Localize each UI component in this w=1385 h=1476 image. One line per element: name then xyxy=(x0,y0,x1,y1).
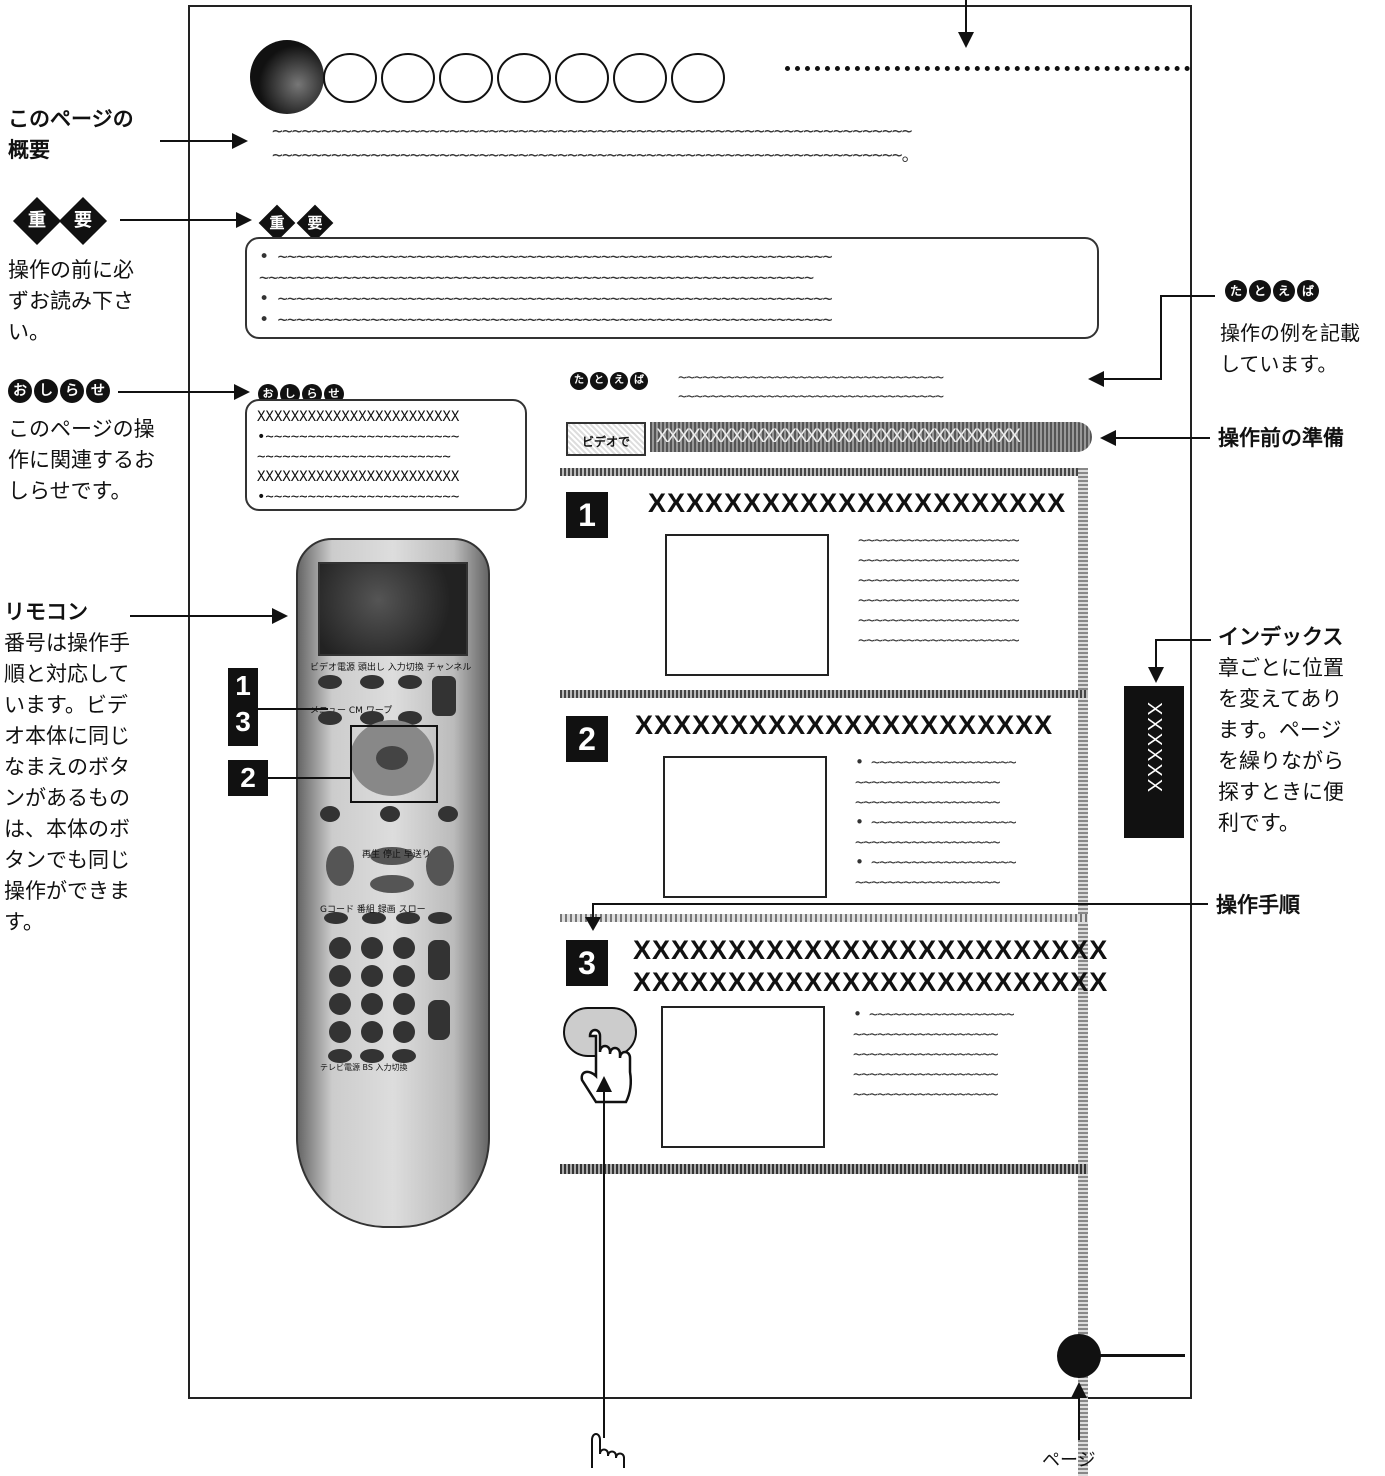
remote-desc: リモコン 番号は操作手 順と対応して います。ビデ オ本体に同じ なまえのボタ … xyxy=(4,600,130,934)
example-badge-icon: たとえば xyxy=(1225,280,1321,302)
important-badge-page: 重要 xyxy=(258,204,334,242)
preparation-label: 操作前の準備 xyxy=(1218,426,1344,450)
title-circle xyxy=(671,53,725,103)
overview-text: ~~~~~~~~~~~~~~~~~~~~~~~~~~~~~~~~~~~~~~~~… xyxy=(272,121,920,166)
index-arrow-v xyxy=(1155,639,1157,669)
step-1-number: 1 xyxy=(566,492,608,538)
step-1-heading: XXXXXXXXXXXXXXXXXXXXXX xyxy=(648,488,1067,518)
steps-right-edge xyxy=(1078,468,1088,1476)
example-arrow-head xyxy=(1088,371,1104,387)
callout-1-3-line xyxy=(258,708,328,710)
remote-callout-1-3: 1 3 xyxy=(228,668,258,746)
example-desc: 操作の例を記載 しています。 xyxy=(1220,321,1360,376)
title-dotted-line xyxy=(785,66,1190,71)
example-badge-page: たとえば xyxy=(570,368,650,390)
title-circle xyxy=(497,53,551,103)
preparation-arrow-head xyxy=(1100,430,1116,446)
remote-arrow xyxy=(130,615,276,617)
example-arrow-h1 xyxy=(1160,295,1215,297)
title-circle xyxy=(323,53,377,103)
step-divider-3 xyxy=(560,914,1088,922)
step-divider-2 xyxy=(560,690,1088,698)
remote-buttons xyxy=(318,675,458,1063)
step-2-text: • ~~~~~~~~~~~~~~~~~~ ~~~~~~~~~~~~~~~~~~ … xyxy=(855,753,1017,891)
remote-transport-labels: 再生 停止 早送り xyxy=(362,850,431,860)
prep-bar: XXXXXXXXXXXXXXXXXXXXXXXXXXXXXXXXXX xyxy=(650,422,1092,452)
hand-arrow-head xyxy=(596,1076,612,1092)
page-number-line xyxy=(1100,1354,1185,1357)
notice-desc: このページの操 作に関連するお しらせです。 xyxy=(8,417,155,503)
procedure-arrow-head xyxy=(585,917,601,931)
remote-row1-labels: ビデオ電源 頭出し 入力切換 チャンネル xyxy=(310,663,472,673)
step-divider-top xyxy=(560,468,1088,476)
example-text: ~~~~~~~~~~~~~~~~~~~~~~~~~~~~~~~~~ ~~~~~~… xyxy=(678,368,944,405)
top-arrow-line xyxy=(965,0,967,36)
notice-badge-icon: おしらせ xyxy=(8,379,112,403)
overview-arrow-head xyxy=(232,133,248,149)
step-2-number: 2 xyxy=(566,716,608,762)
title-circle xyxy=(613,53,667,103)
step-1-image xyxy=(665,534,829,676)
step-1-text: ~~~~~~~~~~~~~~~~~~~~~~~~~~~~~~~~~~~~~~~~… xyxy=(858,531,1020,649)
step-3-image xyxy=(661,1006,825,1148)
important-badge-icon: 重要 xyxy=(12,196,108,246)
index-tab: XXXXXX xyxy=(1124,686,1184,838)
page-frame xyxy=(188,5,1192,1399)
example-arrow-v xyxy=(1160,295,1162,379)
index-arrow-head xyxy=(1148,667,1164,683)
callout-2-line xyxy=(268,777,352,779)
step-3-number: 3 xyxy=(566,940,608,986)
remote-row2-labels: メニュー CM ワープ xyxy=(310,706,393,716)
step-2-heading: XXXXXXXXXXXXXXXXXXXXXX xyxy=(635,710,1054,740)
hand-pointer-icon xyxy=(591,1433,625,1468)
procedure-label: 操作手順 xyxy=(1216,893,1300,917)
notice-box: XXXXXXXXXXXXXXXXXXXXXXXX •~~~~~~~~~~~~~~… xyxy=(245,399,527,511)
overview-arrow xyxy=(160,140,235,142)
notice-arrow-head xyxy=(234,384,250,400)
remote-lcd xyxy=(318,562,468,656)
remote-dpad-highlight xyxy=(350,725,438,803)
title-circles xyxy=(323,53,725,103)
step-divider-bottom xyxy=(560,1164,1088,1174)
example-arrow-h2 xyxy=(1098,378,1162,380)
index-desc: インデックス 章ごとに位置 を変えてあり ます。ページ を繰りながら 探すときに… xyxy=(1218,625,1344,835)
notice-arrow xyxy=(118,391,238,393)
remote-callout-2: 2 xyxy=(228,760,268,796)
chapter-circle-icon xyxy=(250,40,324,114)
top-arrow-head xyxy=(958,32,974,48)
index-arrow-h xyxy=(1155,639,1211,641)
hand-arrow-line xyxy=(603,1088,605,1438)
press-button-icon xyxy=(563,1007,637,1104)
important-desc: 操作の前に必 ずお読み下さ い。 xyxy=(8,258,134,344)
remote-row3-labels: Gコード 番組 録画 スロー xyxy=(320,905,426,915)
page-label: ページ xyxy=(1042,1450,1096,1471)
page-number-circle xyxy=(1057,1334,1101,1378)
step-3-heading: XXXXXXXXXXXXXXXXXXXXXXXXX XXXXXXXXXXXXXX… xyxy=(633,935,1109,997)
procedure-arrow-v xyxy=(592,903,594,919)
procedure-arrow-h xyxy=(592,903,1208,905)
overview-label: このページの 概要 xyxy=(8,107,134,162)
page-arrow-line xyxy=(1078,1396,1080,1440)
step-3-text: • ~~~~~~~~~~~~~~~~~~ ~~~~~~~~~~~~~~~~~~ … xyxy=(853,1005,1015,1103)
remote-bottom-labels: テレビ電源 BS 入力切換 xyxy=(320,1063,408,1072)
step-2-image xyxy=(663,756,827,898)
important-arrow-head xyxy=(236,212,252,228)
page-arrow-head xyxy=(1071,1382,1087,1398)
title-circle xyxy=(381,53,435,103)
title-circle xyxy=(555,53,609,103)
prep-tag: ビデオで xyxy=(566,422,646,456)
preparation-arrow xyxy=(1114,437,1210,439)
title-circle xyxy=(439,53,493,103)
remote-arrow-head xyxy=(272,608,288,624)
important-box: • ~~~~~~~~~~~~~~~~~~~~~~~~~~~~~~~~~~~~~~… xyxy=(245,237,1099,339)
important-arrow xyxy=(120,219,240,221)
